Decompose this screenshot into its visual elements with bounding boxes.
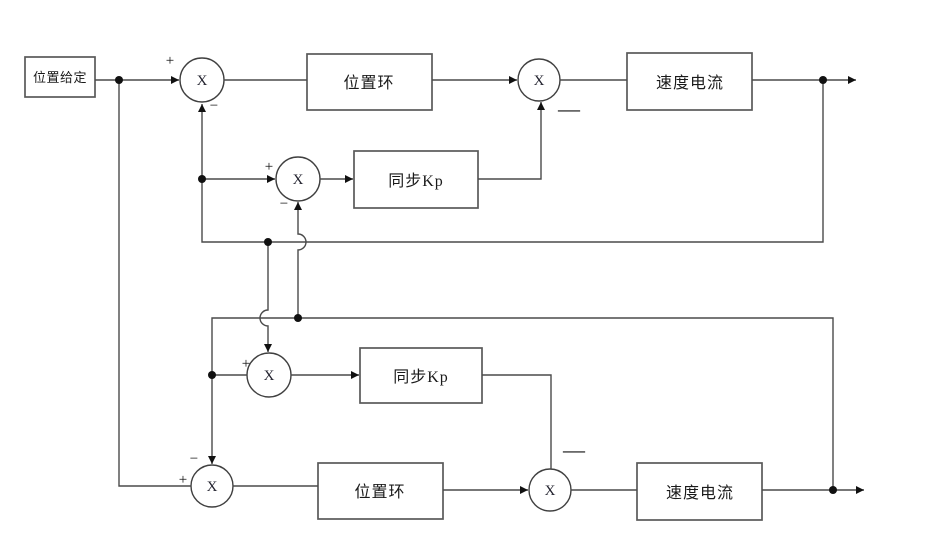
wire-bottom-feedback-to-top-sync-sum	[294, 202, 307, 318]
plus-sign-bottom-position: +	[179, 472, 187, 488]
wire-top-feedback	[198, 80, 824, 243]
x-symbol-top-speed: X	[534, 73, 545, 89]
plus-sign-top-sync: +	[265, 159, 273, 175]
block-sync-kp-bottom	[359, 347, 483, 404]
wire-top-feedback-to-bottom-sync-sum	[259, 242, 272, 352]
x-symbol-bottom-speed: X	[545, 483, 556, 499]
plus-sign-bottom-sync: +	[242, 356, 250, 372]
wire-bottom-feedback	[208, 317, 834, 490]
junction-dot-top-feedback-branch	[198, 175, 206, 183]
block-position-loop-top	[306, 53, 433, 111]
minus-sign-bottom-position: −	[190, 451, 198, 467]
junction-dot-top-cross-branch	[264, 238, 272, 246]
x-symbol-bottom-position: X	[207, 479, 218, 495]
speed-current-bottom-label: 速度电流	[666, 484, 734, 502]
minus-sign-bottom-speed: —	[562, 437, 586, 462]
minus-sign-top-position: −	[210, 98, 218, 114]
block-speed-current-top	[626, 52, 753, 111]
minus-sign-top-speed: —	[557, 96, 581, 121]
position-loop-bottom-label: 位置环	[354, 483, 405, 501]
x-symbol-bottom-sync: X	[264, 368, 275, 384]
junction-dot-bottom-cross-branch	[294, 314, 302, 322]
wire-reference-to-bottom-sum	[118, 80, 191, 487]
block-position-loop-bottom	[317, 462, 444, 520]
wire-top-kp-to-speed-sum	[478, 102, 545, 180]
minus-sign-top-sync: −	[280, 196, 288, 212]
wire-bottom-kp-to-speed-sum	[482, 374, 552, 469]
x-symbol-top-sync: X	[293, 172, 304, 188]
junction-dot-reference-branch	[115, 76, 123, 84]
plus-sign-top-position: +	[166, 53, 174, 69]
position-loop-top-label: 位置环	[343, 74, 394, 92]
junction-dot-bottom-output	[829, 486, 837, 494]
sync-kp-top-label: 同步Kp	[388, 172, 444, 190]
x-symbol-top-position: X	[197, 73, 208, 89]
position-reference-label: 位置给定	[33, 70, 87, 85]
sync-kp-bottom-label: 同步Kp	[393, 368, 449, 386]
block-speed-current-bottom	[636, 462, 763, 521]
block-position-reference	[24, 56, 96, 98]
junction-dot-top-output	[819, 76, 827, 84]
junction-dot-bottom-feedback-branch	[208, 371, 216, 379]
speed-current-top-label: 速度电流	[656, 74, 724, 92]
